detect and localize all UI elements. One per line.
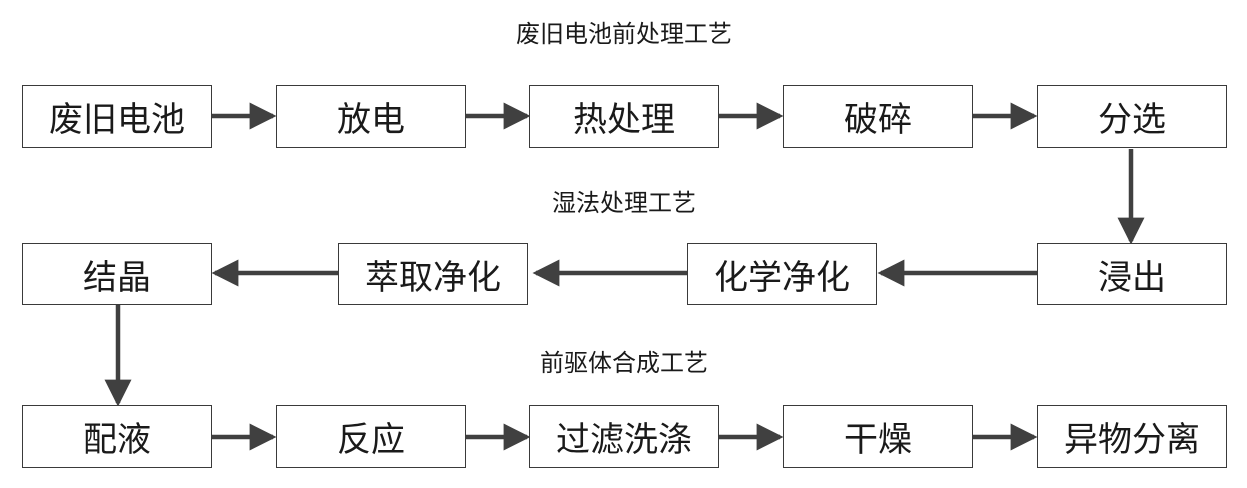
node-foreign-matter-separation: 异物分离 xyxy=(1037,405,1227,468)
node-discharge: 放电 xyxy=(276,85,466,148)
node-crystallization: 结晶 xyxy=(22,243,212,305)
section-title-pretreatment: 废旧电池前处理工艺 xyxy=(516,20,732,48)
node-chemical-purification: 化学净化 xyxy=(687,243,877,305)
node-waste-battery: 废旧电池 xyxy=(22,85,212,148)
node-sorting: 分选 xyxy=(1037,85,1227,148)
node-heat-treatment: 热处理 xyxy=(529,85,719,148)
node-drying: 干燥 xyxy=(783,405,973,468)
node-crushing: 破碎 xyxy=(783,85,973,148)
node-filter-washing: 过滤洗涤 xyxy=(529,405,719,468)
node-extraction-purification: 萃取净化 xyxy=(338,243,528,305)
section-title-precursor: 前驱体合成工艺 xyxy=(540,349,708,377)
node-reaction: 反应 xyxy=(276,405,466,468)
node-solution-preparation: 配液 xyxy=(22,405,212,468)
section-title-hydrometallurgy: 湿法处理工艺 xyxy=(552,189,696,217)
node-leaching: 浸出 xyxy=(1037,243,1227,305)
